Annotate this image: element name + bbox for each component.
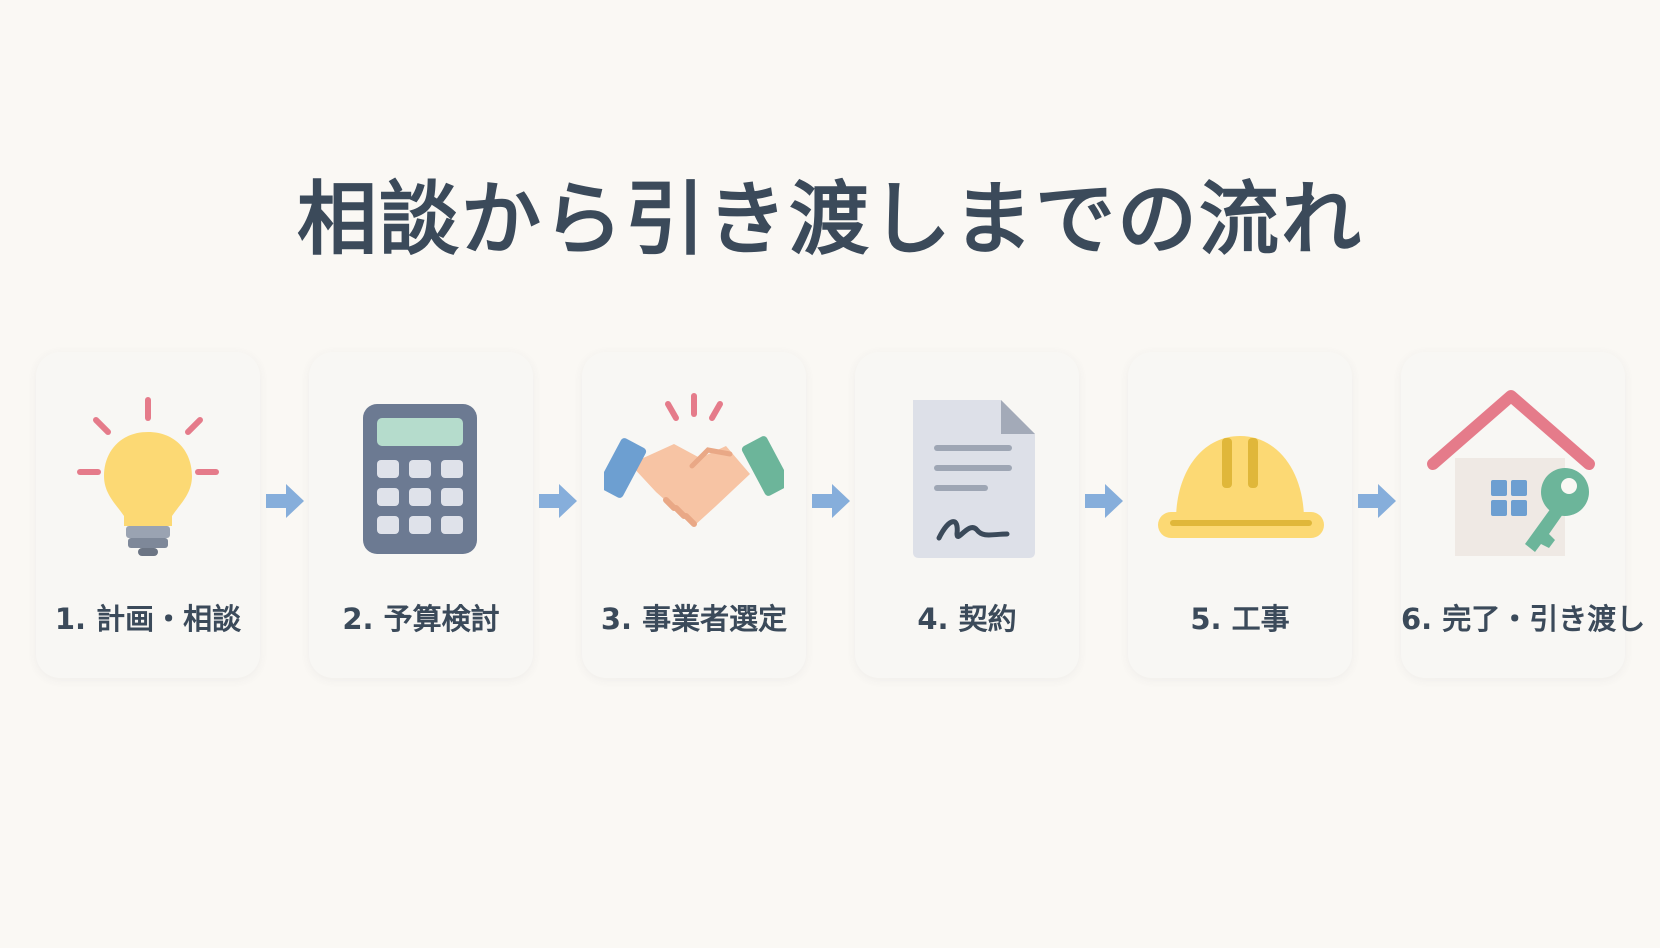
step-label: 6. 完了・引き渡し (1401, 602, 1646, 636)
calculator-icon (363, 404, 477, 554)
step-card-handover: 6. 完了・引き渡し (1401, 352, 1646, 678)
step-card-budget: 2. 予算検討 (309, 352, 533, 678)
document-signature-icon (913, 400, 1035, 558)
step-label: 4. 契約 (917, 602, 1017, 636)
page-title: 相談から引き渡しまでの流れ (297, 173, 1363, 266)
arrow-right-icon (812, 484, 850, 518)
arrow-right-icon (539, 484, 577, 518)
step-label: 3. 事業者選定 (600, 602, 788, 636)
house-key-icon (1427, 390, 1595, 556)
step-label: 1. 計画・相談 (54, 602, 242, 636)
hard-hat-icon (1158, 436, 1324, 538)
handshake-icon (604, 393, 784, 527)
arrow-right-icon (266, 484, 304, 518)
step-label: 5. 工事 (1190, 602, 1290, 636)
arrow-right-icon (1085, 484, 1123, 518)
step-card-contractor-selection: 3. 事業者選定 (582, 352, 806, 678)
step-card-contract: 4. 契約 (855, 352, 1079, 678)
arrow-right-icon (1358, 484, 1396, 518)
lightbulb-icon (77, 397, 219, 556)
step-label: 2. 予算検討 (342, 602, 500, 636)
step-card-construction: 5. 工事 (1128, 352, 1352, 678)
step-card-consultation: 1. 計画・相談 (36, 352, 260, 678)
